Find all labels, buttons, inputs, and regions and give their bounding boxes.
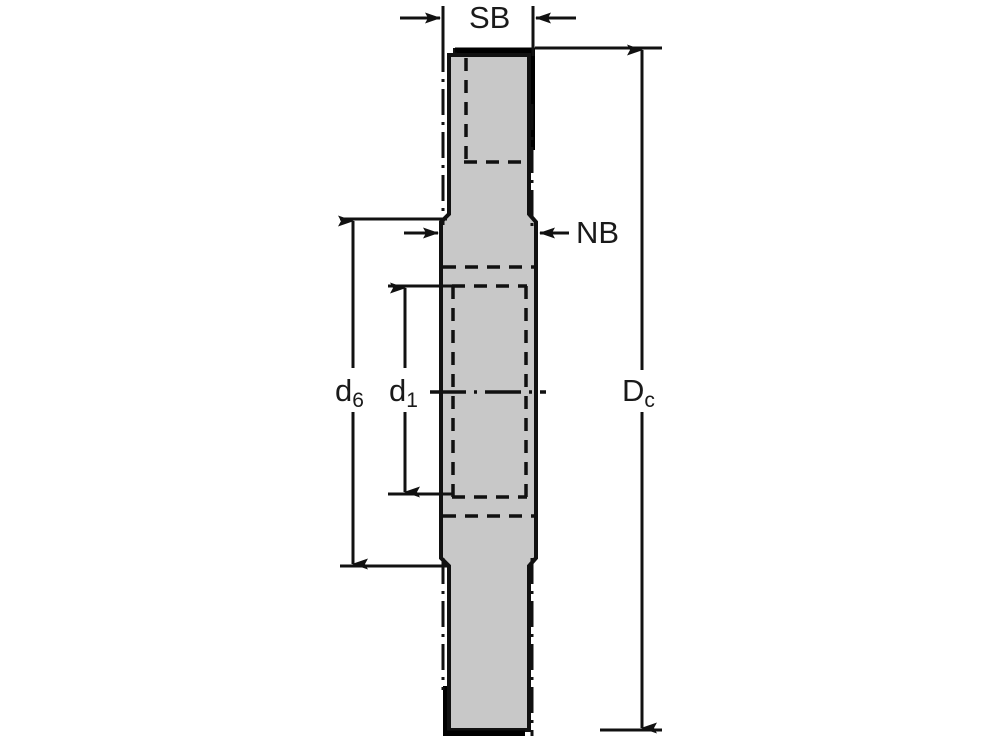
dimension-dc-group [535,44,662,734]
dimension-label-sb-text: SB [469,0,511,35]
hidden-edges-group [443,58,534,518]
dimension-label-nb: NB [576,217,619,248]
dimension-label-d1: d1 [389,373,418,411]
dimension-label-d1-sub: 1 [406,389,418,412]
dimension-label-nb-text: NB [576,215,620,250]
dimension-label-dc-sub: c [644,389,655,412]
dimension-d1-group [388,282,452,498]
dimension-d6-group [338,215,447,570]
cutter-body-outline [439,53,538,732]
dimension-label-d6-sub: 6 [352,389,364,412]
dimension-label-d6-main: d [335,373,353,408]
centre-lines-group [441,46,534,736]
dimension-sb-group [400,6,576,56]
dimension-label-dc: Dc [622,373,655,411]
dimension-label-dc-main: D [622,373,645,408]
dimension-label-d1-main: d [389,373,407,408]
dimension-label-d6: d6 [335,373,364,411]
dimension-label-sb: SB [469,2,510,33]
